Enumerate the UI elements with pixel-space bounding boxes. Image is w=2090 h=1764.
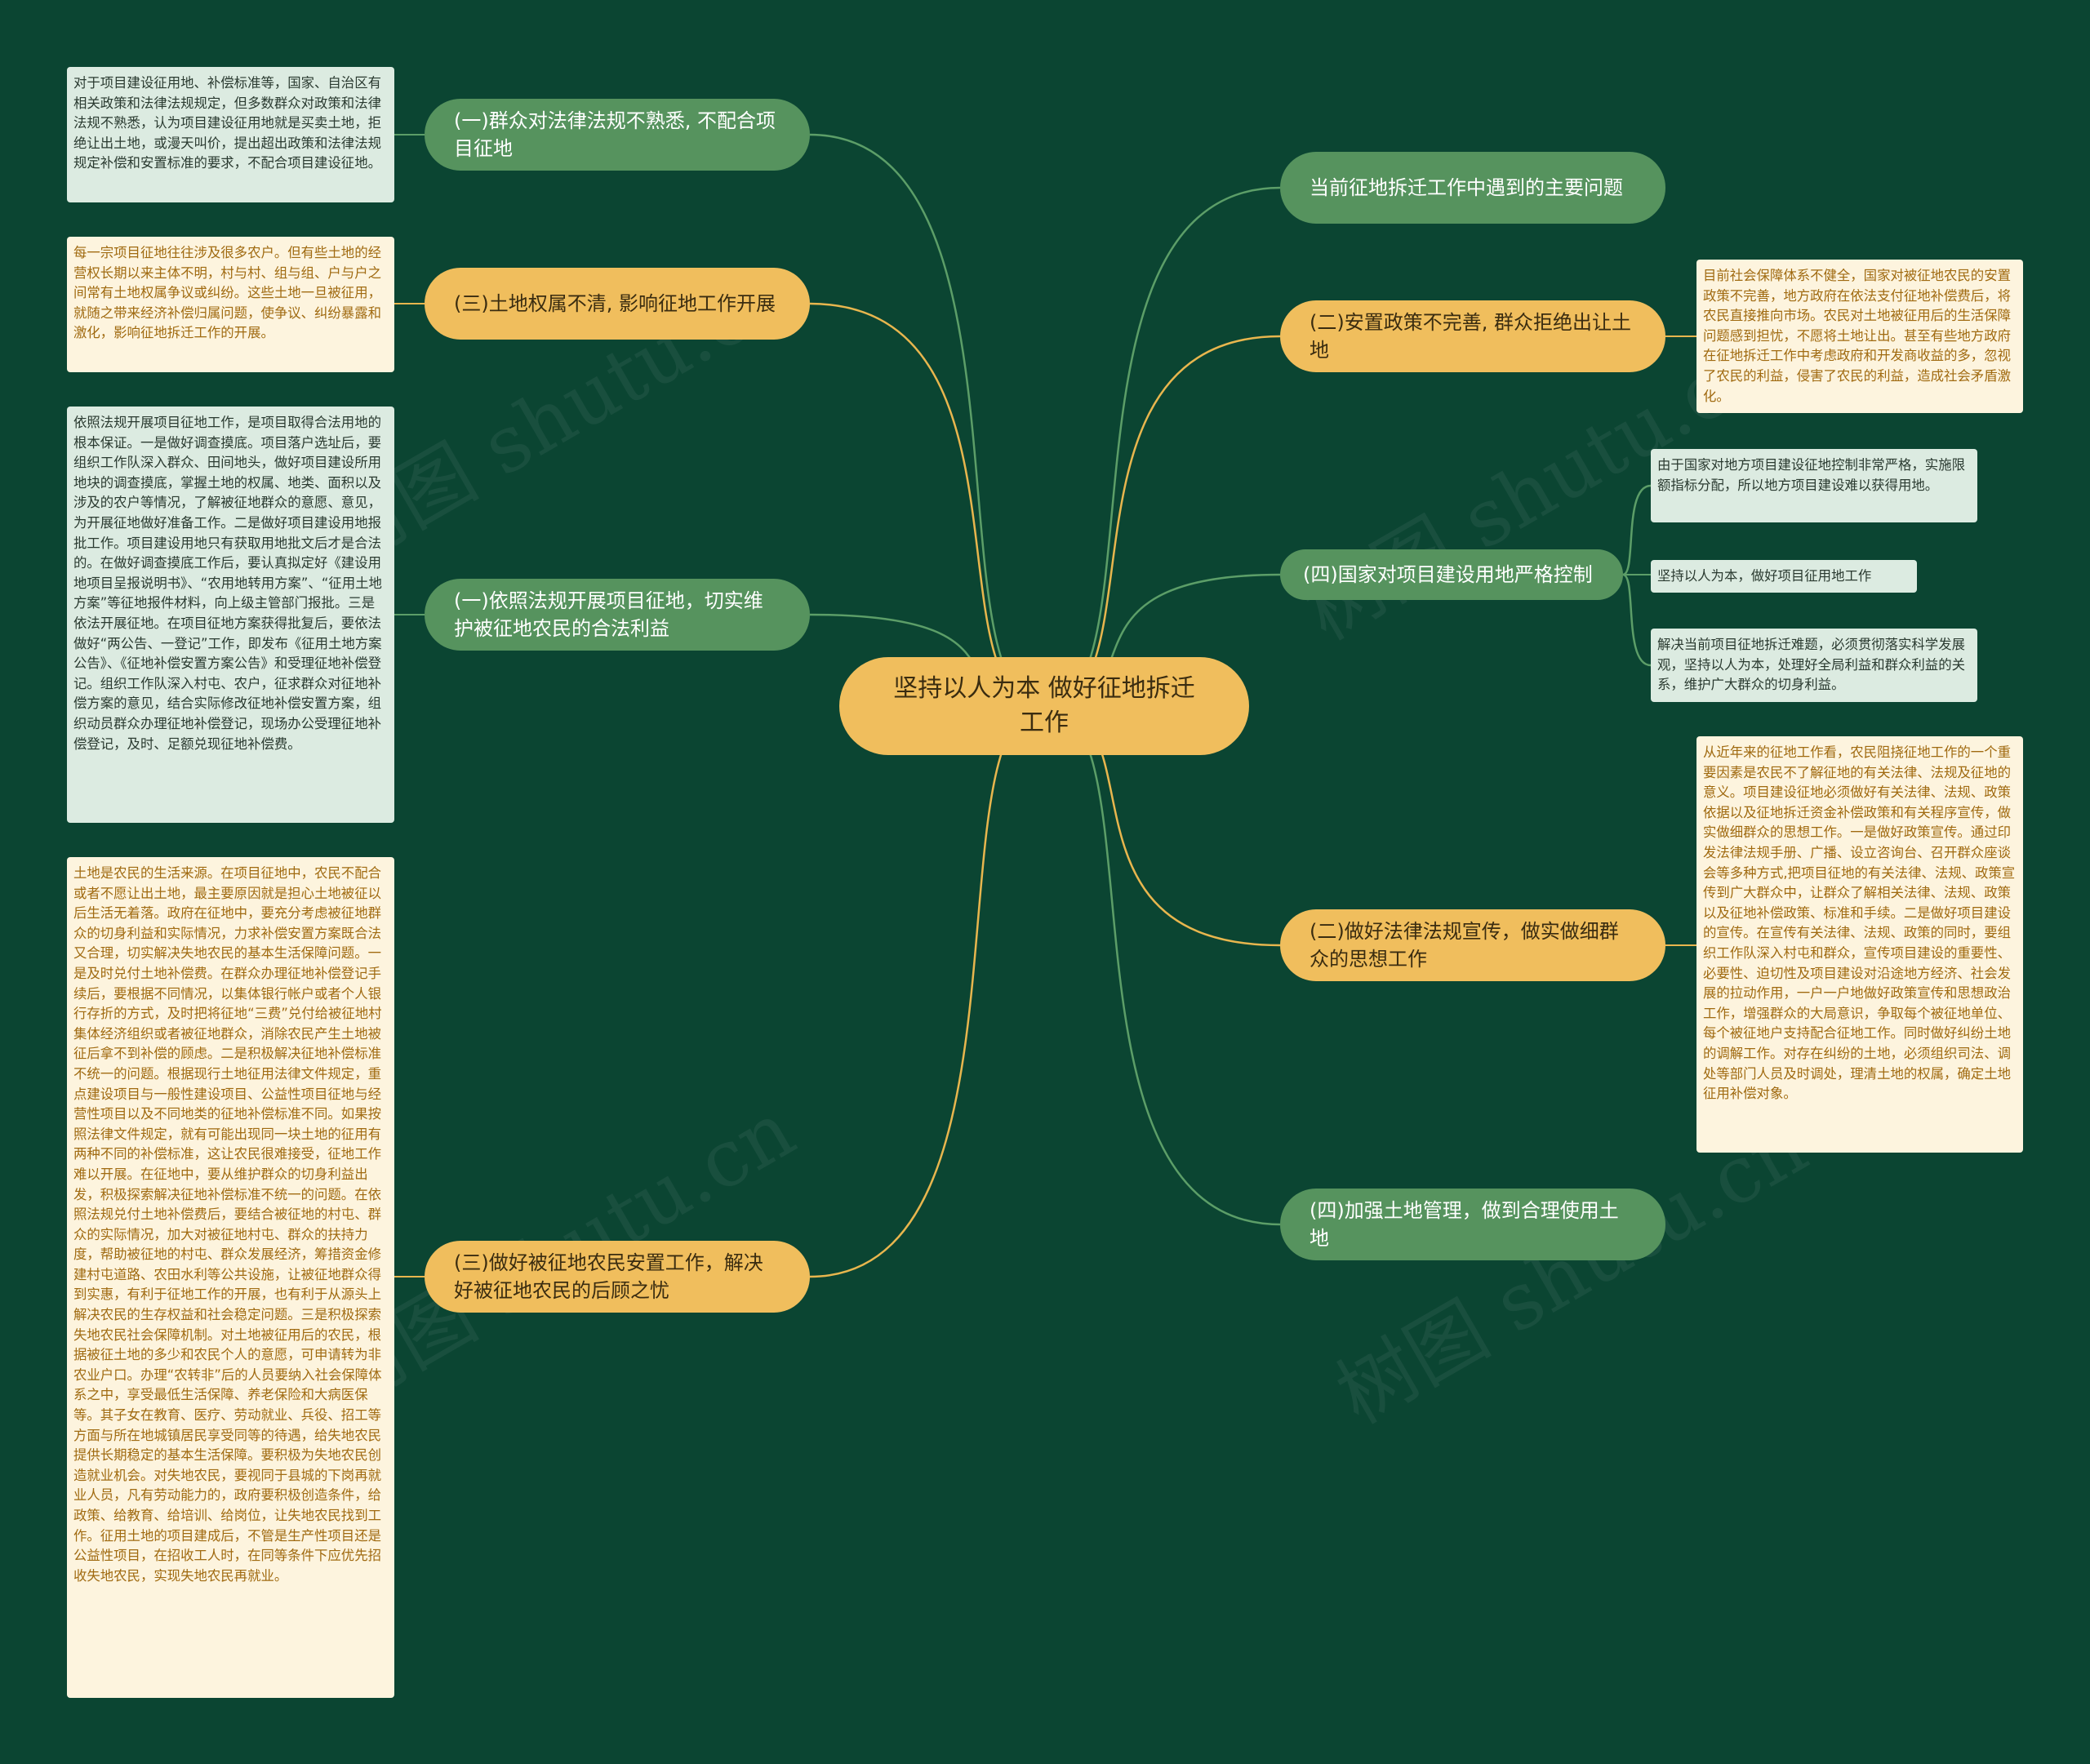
link-center-left-4 bbox=[809, 704, 1046, 1278]
link-right-3-sub-1 bbox=[1622, 484, 1652, 576]
note-text: 目前社会保障体系不健全，国家对被征地农民的安置政策不完善，地方政府在依法支付征地… bbox=[1703, 268, 2011, 404]
branch-left-4[interactable]: (三)做好被征地农民安置工作，解决好被征地农民的后顾之忧 bbox=[425, 1241, 810, 1313]
link-center-right-2 bbox=[1044, 335, 1281, 708]
note-text: 土地是农民的生活来源。在项目征地中，农民不配合或者不愿让出土地，最主要原因就是担… bbox=[73, 865, 382, 1584]
branch-label: (一)群众对法律法规不熟悉, 不配合项目征地 bbox=[454, 109, 776, 160]
note-text: 坚持以人为本，做好项目征用地工作 bbox=[1657, 568, 1872, 584]
note-right-4: 从近年来的征地工作看，农民阻挠征地工作的一个重要因素是农民不了解征地的有关法律、… bbox=[1696, 736, 2023, 1153]
link-right-3-sub-3 bbox=[1622, 573, 1652, 667]
branch-label: (三)土地权属不清, 影响征地工作开展 bbox=[454, 292, 776, 315]
note-text: 依照法规开展项目征地工作，是项目取得合法用地的根本保证。一是做好调查摸底。项目落… bbox=[73, 415, 382, 752]
note-text: 对于项目建设征用地、补偿标准等，国家、自治区有相关政策和法律法规规定，但多数群众… bbox=[73, 75, 381, 171]
note-text: 每一宗项目征地往往涉及很多农户。但有些土地的经营权长期以来主体不明，村与村、组与… bbox=[73, 245, 381, 341]
branch-label: 当前征地拆迁工作中遇到的主要问题 bbox=[1310, 176, 1623, 199]
branch-left-1[interactable]: (一)群众对法律法规不熟悉, 不配合项目征地 bbox=[425, 99, 810, 171]
branch-right-1[interactable]: 当前征地拆迁工作中遇到的主要问题 bbox=[1280, 152, 1665, 224]
branch-right-2[interactable]: (二)安置政策不完善, 群众拒绝出让土地 bbox=[1280, 300, 1665, 372]
note-right-2: 目前社会保障体系不健全，国家对被征地农民的安置政策不完善，地方政府在依法支付征地… bbox=[1696, 260, 2023, 413]
center-topic-label: 坚持以人为本 做好征地拆迁工作 bbox=[893, 674, 1195, 737]
note-text: 由于国家对地方项目建设征地控制非常严格，实施限额指标分配，所以地方项目建设难以获… bbox=[1657, 457, 1965, 493]
branch-label: (二)安置政策不完善, 群众拒绝出让土地 bbox=[1310, 311, 1631, 362]
center-topic[interactable]: 坚持以人为本 做好征地拆迁工作 bbox=[839, 657, 1249, 755]
note-text: 从近年来的征地工作看，农民阻挠征地工作的一个重要因素是农民不了解征地的有关法律、… bbox=[1703, 744, 2016, 1102]
subnote-right-3-2: 坚持以人为本，做好项目征用地工作 bbox=[1651, 560, 1917, 593]
note-left-1: 对于项目建设征用地、补偿标准等，国家、自治区有相关政策和法律法规规定，但多数群众… bbox=[67, 67, 394, 202]
branch-right-5[interactable]: (四)加强土地管理，做到合理使用土地 bbox=[1280, 1189, 1665, 1260]
branch-left-2[interactable]: (三)土地权属不清, 影响征地工作开展 bbox=[425, 268, 810, 340]
branch-label: (四)加强土地管理，做到合理使用土地 bbox=[1310, 1199, 1619, 1250]
branch-right-4[interactable]: (二)做好法律法规宣传，做实做细群众的思想工作 bbox=[1280, 909, 1665, 981]
branch-right-3[interactable]: (四)国家对项目建设用地严格控制 bbox=[1280, 549, 1623, 600]
note-text: 解决当前项目征地拆迁难题，必须贯彻落实科学发展观，坚持以人为本，处理好全局利益和… bbox=[1657, 637, 1965, 693]
branch-label: (二)做好法律法规宣传，做实做细群众的思想工作 bbox=[1310, 920, 1619, 971]
subnote-right-3-3: 解决当前项目征地拆迁难题，必须贯彻落实科学发展观，坚持以人为本，处理好全局利益和… bbox=[1651, 629, 1977, 702]
subnote-right-3-1: 由于国家对地方项目建设征地控制非常严格，实施限额指标分配，所以地方项目建设难以获… bbox=[1651, 449, 1977, 522]
link-center-right-1 bbox=[1044, 186, 1281, 708]
note-left-4: 土地是农民的生活来源。在项目征地中，农民不配合或者不愿让出土地，最主要原因就是担… bbox=[67, 857, 394, 1698]
branch-label: (四)国家对项目建设用地严格控制 bbox=[1303, 563, 1593, 586]
note-left-2: 每一宗项目征地往往涉及很多农户。但有些土地的经营权长期以来主体不明，村与村、组与… bbox=[67, 237, 394, 372]
branch-left-3[interactable]: (一)依照法规开展项目征地，切实维护被征地农民的合法利益 bbox=[425, 579, 810, 651]
note-left-3: 依照法规开展项目征地工作，是项目取得合法用地的根本保证。一是做好调查摸底。项目落… bbox=[67, 407, 394, 823]
link-center-left-2 bbox=[809, 302, 1046, 708]
branch-label: (一)依照法规开展项目征地，切实维护被征地农民的合法利益 bbox=[454, 589, 763, 640]
branch-label: (三)做好被征地农民安置工作，解决好被征地农民的后顾之忧 bbox=[454, 1251, 763, 1302]
link-center-left-1 bbox=[809, 133, 1046, 708]
link-center-right-5 bbox=[1044, 704, 1281, 1226]
